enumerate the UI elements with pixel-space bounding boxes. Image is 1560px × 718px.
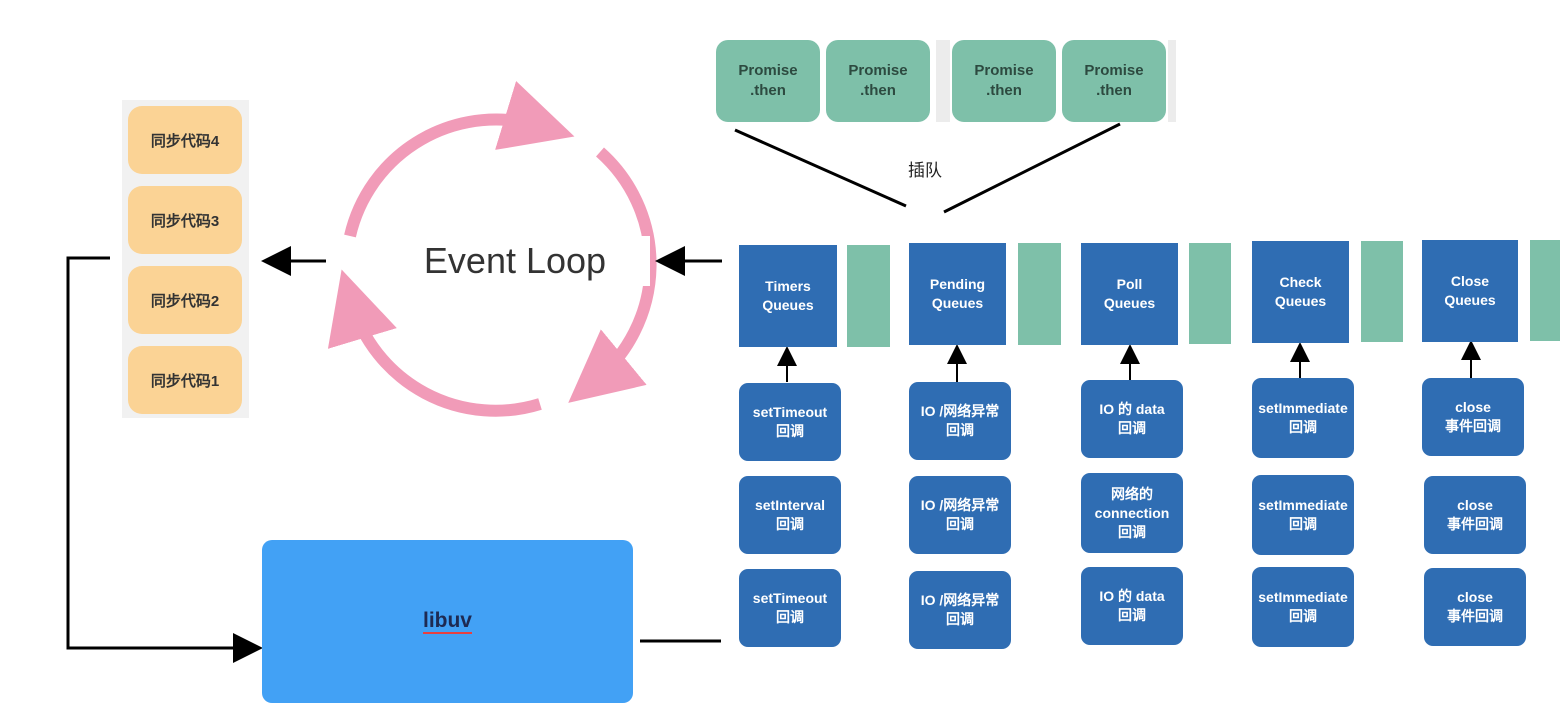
queue-gap: [1530, 240, 1560, 341]
libuv-block: libuv: [262, 540, 633, 703]
callback-box: close 事件回调: [1424, 476, 1526, 554]
callback-box: IO /网络异常 回调: [909, 382, 1011, 460]
queue-gap: [847, 245, 890, 347]
event-loop-ring: [327, 81, 657, 417]
queue-header-timers: Timers Queues: [739, 245, 837, 347]
callback-box: 网络的 connection 回调: [1081, 473, 1183, 553]
cut-in-line-left: [734, 128, 907, 208]
sync-code-item: 同步代码4: [128, 106, 242, 174]
promise-then-block: Promise .then: [952, 40, 1056, 122]
callback-box: setInterval 回调: [739, 476, 841, 554]
promise-then-block: Promise .then: [716, 40, 820, 122]
callback-box: close 事件回调: [1422, 378, 1524, 456]
callback-box: setImmediate 回调: [1252, 475, 1354, 555]
callback-box: setTimeout 回调: [739, 569, 841, 647]
callback-box: setTimeout 回调: [739, 383, 841, 461]
cut-in-label: 插队: [908, 161, 942, 180]
event-loop-label: Event Loop: [380, 236, 650, 286]
queue-gap: [1361, 241, 1403, 342]
sync-code-item: 同步代码2: [128, 266, 242, 334]
promise-divider: [1168, 40, 1176, 122]
loop-arc-right: [568, 147, 657, 403]
queue-header-pending: Pending Queues: [909, 243, 1006, 345]
promise-then-block: Promise .then: [826, 40, 930, 122]
callback-box: IO 的 data 回调: [1081, 380, 1183, 458]
sync-code-item: 同步代码3: [128, 186, 242, 254]
queue-gap: [1018, 243, 1061, 345]
callback-box: IO /网络异常 回调: [909, 476, 1011, 554]
sync-to-libuv-connector: [66, 256, 263, 663]
libuv-label: libuv: [422, 608, 472, 634]
promise-then-block: Promise .then: [1062, 40, 1166, 122]
callback-box: setImmediate 回调: [1252, 567, 1354, 647]
loop-arc-bottom: [327, 269, 542, 417]
queue-header-close: Close Queues: [1422, 240, 1518, 342]
callback-box: IO /网络异常 回调: [909, 571, 1011, 649]
callback-box: IO 的 data 回调: [1081, 567, 1183, 645]
loop-arc-top: [344, 81, 575, 238]
cut-in-line-right: [943, 122, 1121, 214]
sync-code-item: 同步代码1: [128, 346, 242, 414]
callback-box: close 事件回调: [1424, 568, 1526, 646]
queue-header-check: Check Queues: [1252, 241, 1349, 343]
queue-header-poll: Poll Queues: [1081, 243, 1178, 345]
callback-box: setImmediate 回调: [1252, 378, 1354, 458]
queue-gap: [1189, 243, 1231, 344]
promise-divider: [936, 40, 950, 122]
